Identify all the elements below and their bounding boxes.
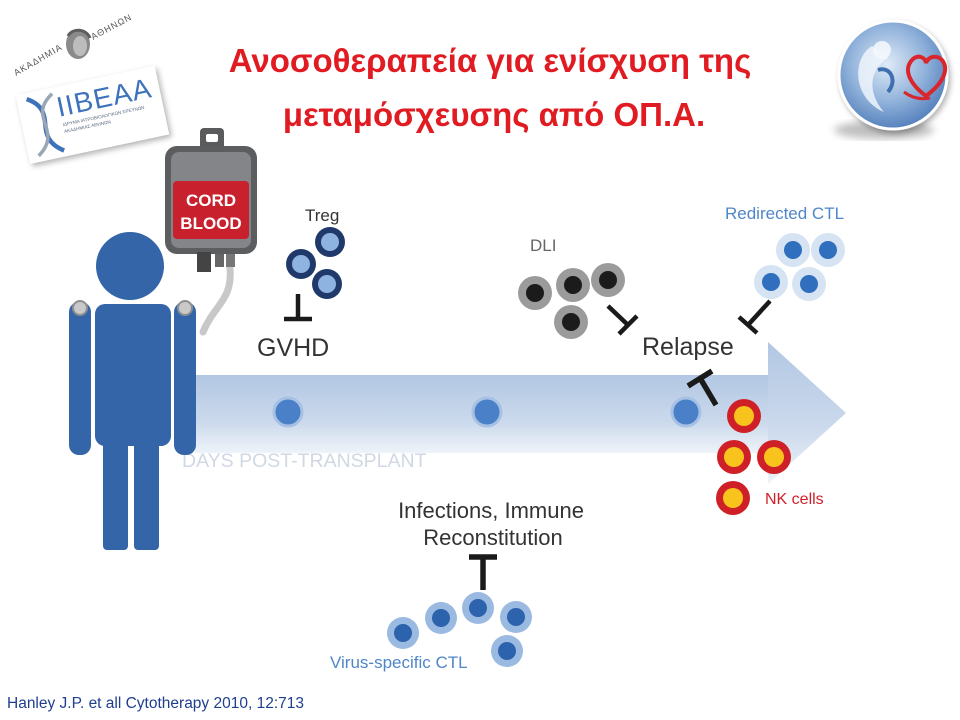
- virus-specific-ctl-cell: [462, 592, 494, 624]
- treg-cell: [286, 249, 316, 279]
- treg-cell: [312, 269, 342, 299]
- academy-of-athens-logo: ΑΚΑΔΗΜΙΑ ΑΘΗΝΩΝ: [12, 12, 134, 78]
- inhibition-bar: [469, 554, 497, 590]
- redirected-ctl-cell: [754, 265, 788, 299]
- inhibition-bar: [284, 294, 312, 322]
- bag-label-line2: BLOOD: [180, 214, 241, 233]
- timeline-marker: [272, 396, 304, 428]
- citation: Hanley J.P. et all Cytotherapy 2010, 12:…: [7, 695, 304, 712]
- nk-cell: [716, 481, 750, 515]
- dli-cell: [518, 276, 552, 310]
- timeline-marker: [670, 396, 702, 428]
- inhibition-bar: [686, 368, 719, 407]
- dli-cell: [591, 263, 625, 297]
- slide-title-line2: μεταμόσχευσης από ΟΠ.Α.: [283, 96, 705, 133]
- dna-helix-icon: [25, 92, 66, 158]
- redirected-ctl-cell: [792, 267, 826, 301]
- fetus-figure-icon: [858, 41, 895, 112]
- slide-title-line1: Ανοσοθεραπεία για ενίσχυση της: [229, 42, 752, 79]
- academy-logo-text-right: ΑΘΗΝΩΝ: [89, 12, 133, 42]
- bag-label: [173, 181, 249, 239]
- ibeaa-logo: IIBEAA ΙΔΡΥΜΑ ΙΑΤΡΟΒΙΟΛΟΓΙΚΩΝ ΕΡΕΥΝΩΝ ΑΚ…: [15, 65, 170, 164]
- nk-cells-label: NK cells: [765, 491, 824, 508]
- timeline-marker: [471, 396, 503, 428]
- dli-label: DLI: [530, 236, 556, 255]
- cord-blood-bag-icon: [165, 128, 257, 336]
- virus-specific-ctl-label: Virus-specific CTL: [330, 653, 468, 672]
- dli-cell: [554, 305, 588, 339]
- redirected-ctl-cell: [776, 233, 810, 267]
- patient-figure-icon: [69, 232, 196, 550]
- academy-logo-text-left: ΑΚΑΔΗΜΙΑ: [12, 42, 64, 78]
- redirected-ctl-label: Redirected CTL: [725, 204, 844, 223]
- relapse-label: Relapse: [642, 333, 734, 361]
- bag-label-line1: CORD: [186, 191, 236, 210]
- virus-specific-ctl-cell: [387, 617, 419, 649]
- heart-icon: [906, 54, 948, 99]
- timeline-axis-label: DAYS POST-TRANSPLANT: [182, 450, 427, 472]
- dli-cell: [556, 268, 590, 302]
- inhibition-bar: [737, 299, 772, 335]
- treg-cell: [315, 227, 345, 257]
- treg-label: Treg: [305, 206, 339, 225]
- redirected-ctl-cell: [811, 233, 845, 267]
- academy-head-emblem-icon: [66, 28, 92, 59]
- nk-cell: [717, 440, 751, 474]
- virus-specific-ctl-cell: [425, 602, 457, 634]
- nk-cell: [757, 440, 791, 474]
- infections-label-line1: Infections, Immune: [398, 498, 584, 523]
- infections-label-line2: Reconstitution: [423, 525, 562, 550]
- nk-cell: [727, 399, 761, 433]
- inhibition-bar: [606, 304, 639, 336]
- virus-specific-ctl-cell: [491, 635, 523, 667]
- foundation-logo: [834, 19, 949, 139]
- virus-specific-ctl-cell: [500, 601, 532, 633]
- gvhd-label: GVHD: [257, 334, 329, 362]
